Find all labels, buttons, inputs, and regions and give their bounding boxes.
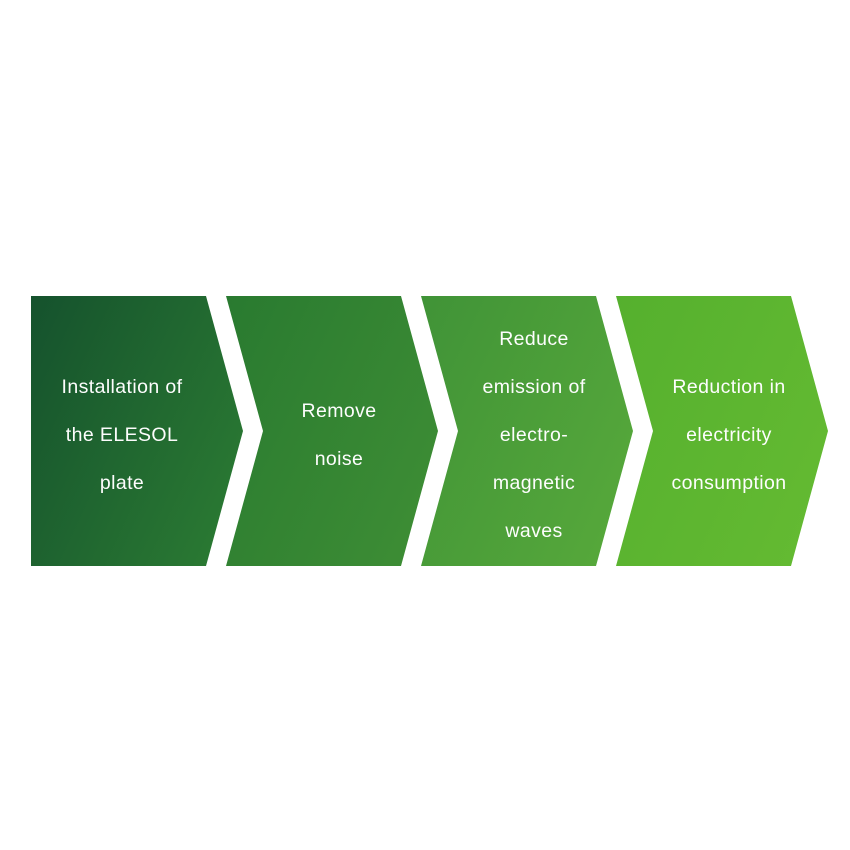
process-step-remove-noise: Remove noise xyxy=(226,296,438,566)
step-label-line: the ELESOL xyxy=(65,424,179,446)
step-label-line: magnetic xyxy=(492,472,576,494)
step-label-line: noise xyxy=(314,448,364,470)
step-label-line: Reduce xyxy=(499,328,569,350)
step-label-line: Remove xyxy=(301,400,377,422)
step-label-line: waves xyxy=(505,520,563,542)
step-label-line: electricity xyxy=(686,424,772,446)
step-label-line: Installation of xyxy=(61,376,183,398)
step-label-line: emission of xyxy=(482,376,586,398)
process-step-reduction-consumption: Reduction in electricity consumption xyxy=(616,296,828,566)
step-label-line: electro- xyxy=(499,424,569,446)
step-label-line: Reduction in xyxy=(672,376,786,398)
process-step-installation: Installation of the ELESOL plate xyxy=(31,296,243,566)
step-label-line: consumption xyxy=(671,472,787,494)
step-label-line: plate xyxy=(99,472,145,494)
process-step-reduce-emission: Reduce emission of electro- magnetic wav… xyxy=(421,296,633,566)
